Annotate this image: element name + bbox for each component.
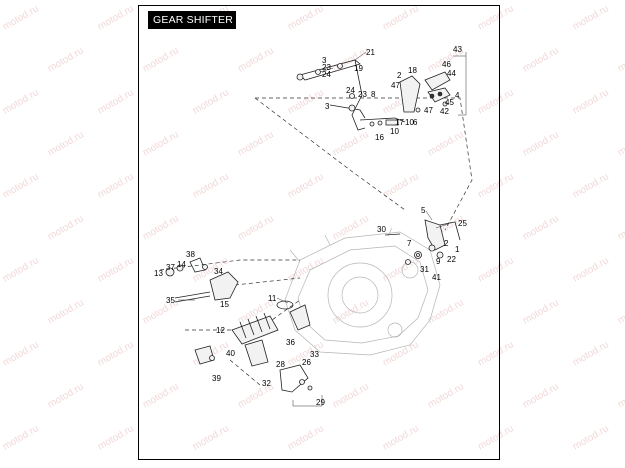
watermark-text: motod.ru <box>46 129 86 158</box>
watermark-text: motod.ru <box>96 255 136 284</box>
watermark-text: motod.ru <box>96 3 136 32</box>
callout-42: 42 <box>440 107 449 116</box>
callout-33: 33 <box>310 350 319 359</box>
watermark-text: motod.ru <box>1 171 41 200</box>
callout-10: 10 <box>390 127 399 136</box>
callout-13: 13 <box>154 269 163 278</box>
callout-12: 12 <box>216 326 225 335</box>
callout-11: 11 <box>268 294 277 303</box>
shift-lever-assembly <box>296 59 406 131</box>
callout-14: 14 <box>177 260 186 269</box>
watermark-text: motod.ru <box>521 381 561 410</box>
watermark-text: motod.ru <box>96 423 136 452</box>
watermark-text: motod.ru <box>616 213 625 242</box>
watermark-text: motod.ru <box>521 129 561 158</box>
callout-17: 17 <box>395 118 404 127</box>
callout-31: 31 <box>420 265 429 274</box>
callout-23-mid: 23 <box>358 90 367 99</box>
watermark-text: motod.ru <box>616 297 625 326</box>
watermark-text: motod.ru <box>96 339 136 368</box>
watermark-text: motod.ru <box>616 381 625 410</box>
watermark-text: motod.ru <box>1 255 41 284</box>
callout-9: 9 <box>436 257 441 266</box>
watermark-text: motod.ru <box>96 87 136 116</box>
callout-6: 6 <box>413 118 418 127</box>
watermark-text: motod.ru <box>521 45 561 74</box>
callout-25: 25 <box>458 219 467 228</box>
watermark-text: motod.ru <box>1 339 41 368</box>
watermark-text: motod.ru <box>616 45 625 74</box>
diagram-frame <box>138 5 500 460</box>
callout-36: 36 <box>286 338 295 347</box>
callout-24: 24 <box>322 70 331 79</box>
watermark-text: motod.ru <box>46 213 86 242</box>
callout-40: 40 <box>226 349 235 358</box>
callout-21: 21 <box>366 48 375 57</box>
callout-10-right: 10 <box>405 118 414 127</box>
callout-46: 46 <box>442 60 451 69</box>
watermark-text: motod.ru <box>521 297 561 326</box>
callout-5: 5 <box>421 206 426 215</box>
watermark-text: motod.ru <box>46 45 86 74</box>
callout-4: 4 <box>455 91 460 100</box>
callout-35: 35 <box>166 296 175 305</box>
callout-32: 32 <box>262 379 271 388</box>
shift-drum-and-forks <box>165 257 313 393</box>
callout-47-top: 47 <box>391 81 400 90</box>
callout-24-mid: 24 <box>346 86 355 95</box>
callout-37: 37 <box>166 263 175 272</box>
callout-23: 23 <box>322 63 331 72</box>
watermark-text: motod.ru <box>1 87 41 116</box>
callout-47-low: 47 <box>424 106 433 115</box>
callout-45: 45 <box>445 98 454 107</box>
watermark-text: motod.ru <box>46 297 86 326</box>
watermark-text: motod.ru <box>571 423 611 452</box>
callout-15: 15 <box>220 300 229 309</box>
watermark-text: motod.ru <box>571 255 611 284</box>
callout-8: 8 <box>371 90 376 99</box>
watermark-text: motod.ru <box>571 171 611 200</box>
part-callouts: 21 3 23 19 24 2 18 47 4 43 46 44 45 42 2… <box>154 45 467 407</box>
callout-44: 44 <box>447 69 456 78</box>
watermark-text: motod.ru <box>96 171 136 200</box>
shift-cam-linkage <box>399 71 451 113</box>
watermark-text: motod.ru <box>571 3 611 32</box>
watermark-text: motod.ru <box>616 129 625 158</box>
callout-7: 7 <box>407 239 412 248</box>
callout-3: 3 <box>322 56 327 65</box>
callout-2-right: 2 <box>444 239 449 248</box>
leader-lines <box>178 51 467 407</box>
watermark-text: motod.ru <box>521 213 561 242</box>
callout-2: 2 <box>397 71 402 80</box>
callout-26: 26 <box>302 358 311 367</box>
diagram-title: GEAR SHIFTER <box>148 11 236 29</box>
callout-16: 16 <box>375 133 384 142</box>
watermark-text: motod.ru <box>571 87 611 116</box>
callout-22: 22 <box>447 255 456 264</box>
callout-43: 43 <box>453 45 462 54</box>
callout-29: 29 <box>316 398 325 407</box>
watermark-text: motod.ru <box>1 423 41 452</box>
callout-19: 19 <box>354 64 363 73</box>
shift-shaft-parts <box>384 219 461 265</box>
watermark-text: motod.ru <box>1 3 41 32</box>
watermark-text: motod.ru <box>571 339 611 368</box>
callout-1: 1 <box>455 245 460 254</box>
callout-41: 41 <box>432 273 441 282</box>
watermark-text: motod.ru <box>46 381 86 410</box>
callout-38: 38 <box>186 250 195 259</box>
callout-28: 28 <box>276 360 285 369</box>
callout-18: 18 <box>408 66 417 75</box>
callout-30: 30 <box>377 225 386 234</box>
callout-3-mid: 3 <box>325 102 330 111</box>
callout-34: 34 <box>214 267 223 276</box>
callout-39: 39 <box>212 374 221 383</box>
